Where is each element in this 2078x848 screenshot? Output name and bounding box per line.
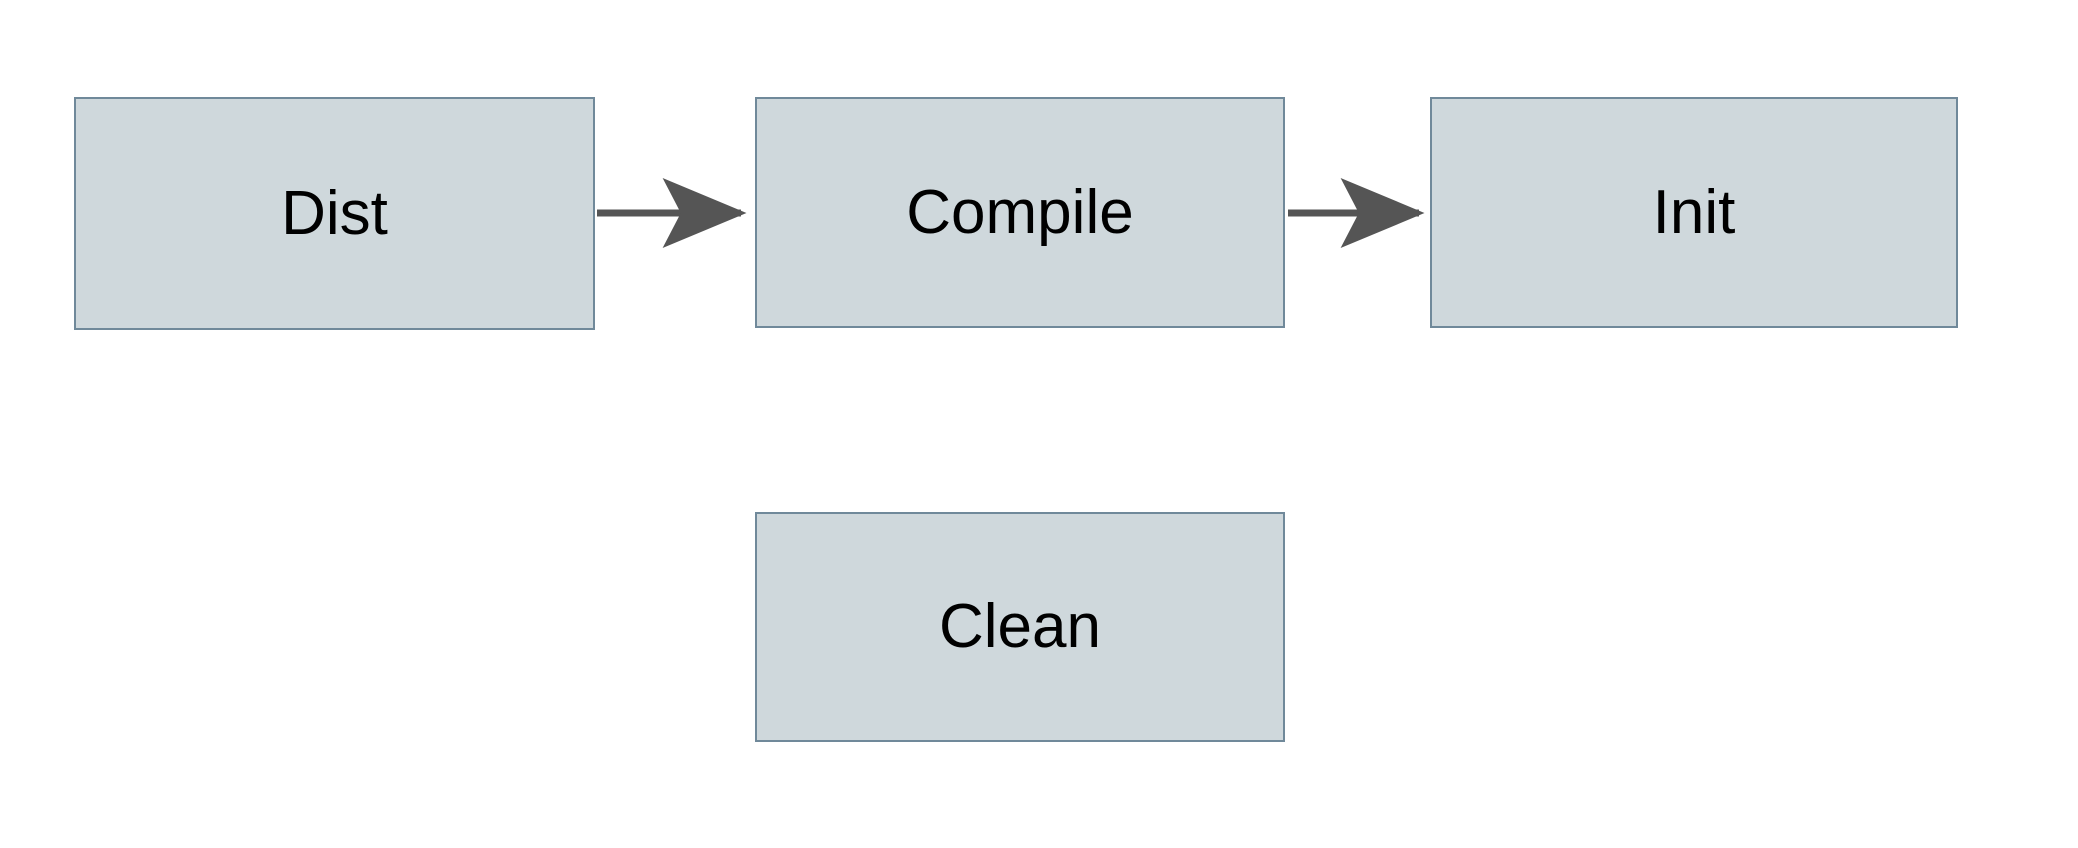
node-compile-label: Compile [906, 177, 1134, 247]
node-compile[interactable]: Compile [755, 97, 1285, 328]
node-clean-label: Clean [939, 592, 1101, 661]
node-init-label: Init [1652, 177, 1736, 247]
node-clean[interactable]: Clean [755, 512, 1285, 742]
node-dist-label: Dist [281, 178, 388, 248]
node-dist[interactable]: Dist [74, 97, 595, 330]
node-init[interactable]: Init [1430, 97, 1958, 328]
